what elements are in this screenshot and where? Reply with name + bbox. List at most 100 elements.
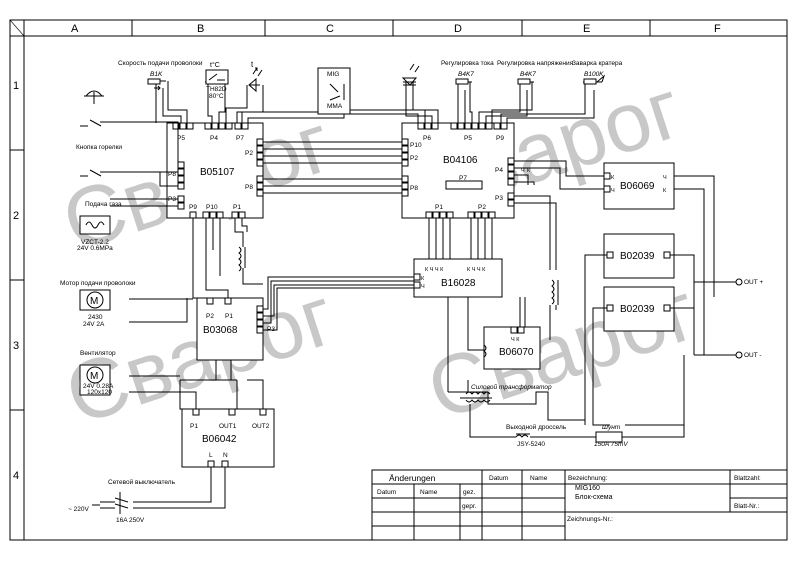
thermostat <box>205 69 229 85</box>
port-ch-1: Ч <box>421 284 425 290</box>
gas-valve <box>79 215 111 235</box>
row-label-3: 3 <box>13 340 19 352</box>
port-e-p1: P1 <box>190 423 198 430</box>
title-datum-2: Datum <box>489 475 508 482</box>
title-changes: Änderungen <box>389 473 436 483</box>
label-power-transformer: Силовой трансформатор <box>471 383 552 391</box>
label-led-t: t <box>251 60 254 69</box>
title-bezeichnung: Bezeichnung: <box>568 475 608 482</box>
board-b16028: B16028 <box>413 258 503 298</box>
label-crater: Заварка кратера <box>572 60 623 67</box>
label-thermo2: 80°C <box>209 92 224 100</box>
port-k-3: К <box>663 188 667 194</box>
port-d-p1: P1 <box>435 204 443 211</box>
title-gepr: gepr. <box>462 503 477 510</box>
label-thermo1: TH82D <box>206 86 227 93</box>
board-b02039-a-label: B02039 <box>620 251 655 262</box>
title-blattzahl: Blattzahl: <box>734 475 761 482</box>
shunt-resistor <box>595 431 623 443</box>
label-choke-model: JSY-5240 <box>517 441 545 448</box>
column-label-b: B <box>197 23 204 35</box>
board-b06042-label: B06042 <box>202 434 237 445</box>
port-d-p7: P7 <box>459 175 467 182</box>
board-b06042: B06042 <box>181 408 275 468</box>
port-e-out1: OUT1 <box>219 423 237 430</box>
label-motor1: 2430 <box>88 314 103 321</box>
port-p9: P9 <box>189 204 197 211</box>
port-e-l: L <box>209 452 213 459</box>
title-zeichnungs-nr: Zeichnungs-Nr.: <box>567 516 613 523</box>
column-label-d: D <box>454 23 462 35</box>
port-c-p2: P2 <box>206 313 214 320</box>
board-b16028-label: B16028 <box>441 278 476 289</box>
port-ch-4: Ч <box>521 168 525 174</box>
board-b04106-label: B04106 <box>443 155 478 166</box>
board-b06069: B06069 <box>603 162 675 210</box>
port-kchk-2: К Ч Ч К <box>467 267 486 273</box>
port-p4: P4 <box>210 135 218 142</box>
port-c-p1: P1 <box>225 313 233 320</box>
label-r6: B100K <box>584 71 604 78</box>
label-current-reg: Регулировка тока <box>441 60 494 67</box>
row-label-1: 1 <box>13 80 19 92</box>
led-indicator-b <box>248 67 263 93</box>
label-fuse: 16A 250V <box>116 517 145 524</box>
port-kchk-1: К Ч Ч К <box>425 267 444 273</box>
port-d-p3: P3 <box>495 195 503 202</box>
label-r4: B4K7 <box>458 71 474 78</box>
label-output-choke: Выходной дроссель <box>506 423 567 431</box>
port-chk: Ч К <box>511 337 520 343</box>
board-b06070-label: B06070 <box>499 347 534 358</box>
row-label-4: 4 <box>13 470 19 482</box>
feed-motor <box>79 289 111 311</box>
board-b06069-label: B06069 <box>620 181 655 192</box>
port-ch-2: Ч <box>611 188 615 194</box>
label-mains-switch: Сетевой выключатель <box>108 478 176 486</box>
power-transformer-coils <box>460 391 492 403</box>
row-label-2: 2 <box>13 210 19 222</box>
board-b03068-label: B03068 <box>203 325 238 336</box>
port-k-1: К <box>421 276 425 282</box>
port-d-p6: P6 <box>423 135 431 142</box>
port-d-p4: P4 <box>495 167 503 174</box>
port-p5: P5 <box>177 135 185 142</box>
label-temp-sym: t°C <box>210 61 220 69</box>
label-motor-m: M <box>90 296 98 307</box>
cooling-fan <box>79 364 111 396</box>
label-out-minus: OUT - <box>744 352 762 359</box>
coil-e <box>551 279 559 305</box>
column-label-f: F <box>714 23 721 35</box>
coil-b <box>238 246 246 272</box>
led-indicator-d <box>401 63 420 86</box>
label-valve2: 24V 0.6MPa <box>77 245 113 252</box>
port-e-n: N <box>223 452 228 459</box>
mains-switch <box>92 492 121 514</box>
title-name-1: Name <box>420 489 438 496</box>
board-b04106: B04106 <box>401 122 515 219</box>
title-block <box>371 469 788 541</box>
port-p8-left: P8 <box>168 171 176 178</box>
label-out-plus: OUT + <box>744 279 763 286</box>
title-name-2: Name <box>530 475 548 482</box>
board-b02039-b: B02039 <box>603 286 675 332</box>
board-b05107-label: B05107 <box>200 167 235 178</box>
title-mig160: MIG160 <box>575 485 600 492</box>
title-gez: gez. <box>463 489 475 496</box>
title-datum-1: Datum <box>377 489 396 496</box>
port-e-out2: OUT2 <box>252 423 270 430</box>
board-b02039-a: B02039 <box>603 233 675 279</box>
torch-button <box>84 90 104 104</box>
port-p1: P1 <box>233 204 241 211</box>
label-motor-feed: Мотор подачи проволоки <box>60 280 136 287</box>
port-p10: P10 <box>206 204 218 211</box>
label-torch-button: Кнопка горелки <box>76 144 122 151</box>
out-terminals <box>735 278 743 359</box>
column-label-c: C <box>326 23 334 35</box>
label-motor2: 24V 2A <box>83 321 105 328</box>
port-k-4: К <box>527 168 531 174</box>
coil-b06070 <box>483 344 487 358</box>
title-blatt-nr: Blatt-Nr.: <box>734 503 759 510</box>
label-r5: B4K7 <box>520 71 536 78</box>
mig-mma-switch <box>317 67 351 115</box>
